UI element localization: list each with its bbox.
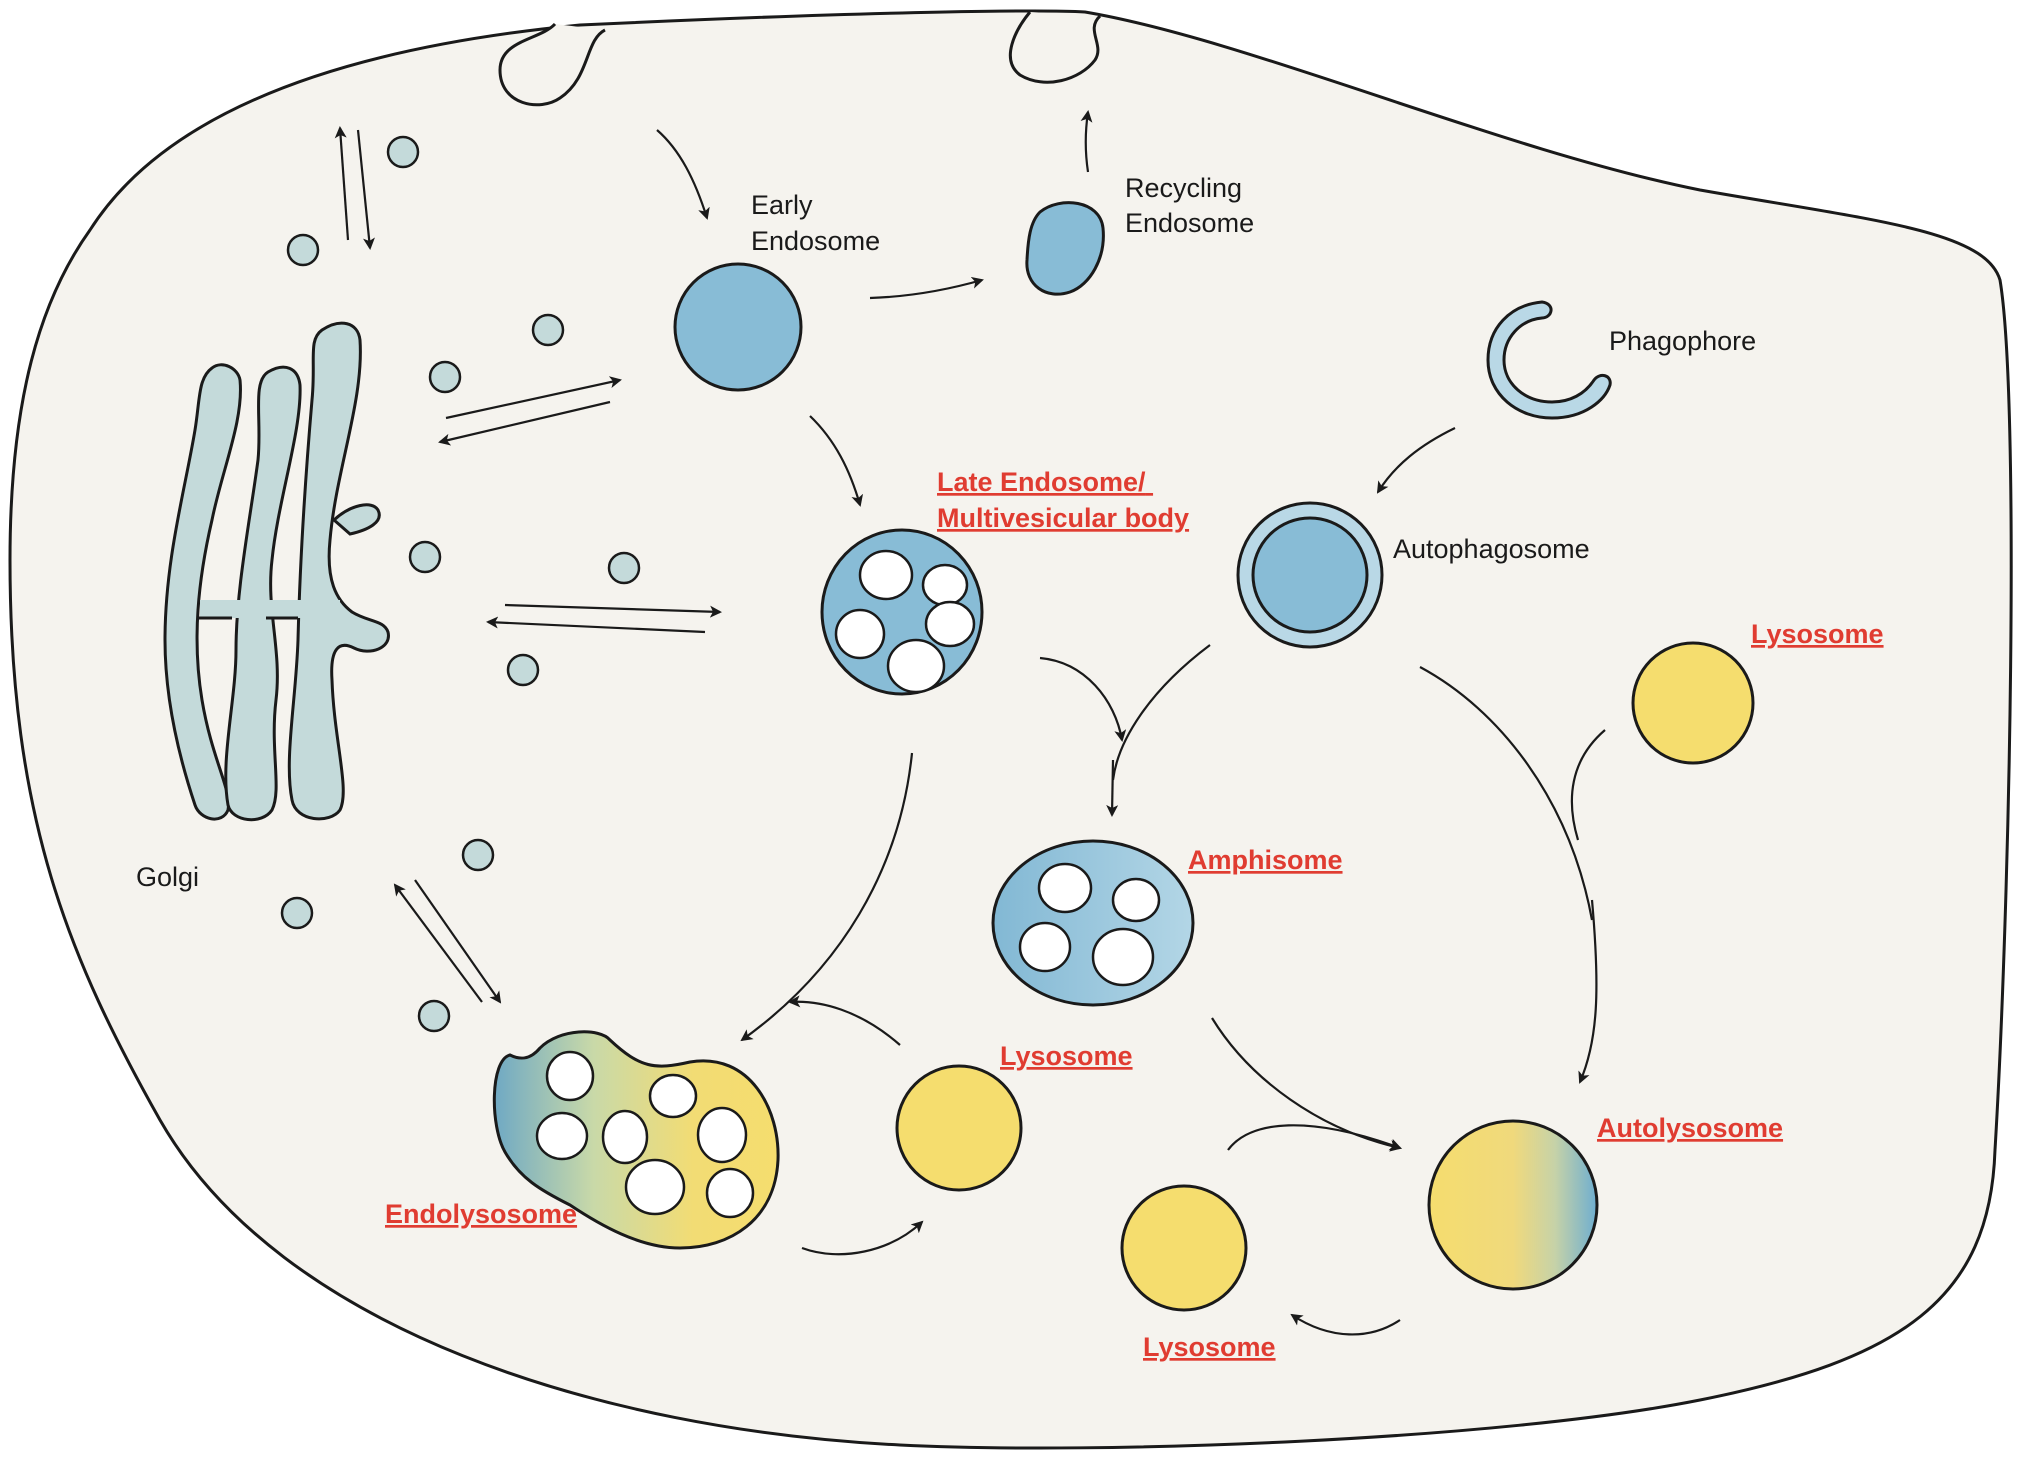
pathway-arrows [656, 110, 1606, 1336]
label-lysosome-top-right: Lysosome [1751, 619, 1884, 649]
vesicle [461, 838, 495, 872]
phagophore [1486, 300, 1612, 420]
golgi-cisterna [163, 363, 242, 821]
early-endosome [673, 262, 803, 392]
golgi-budding-vesicle [331, 503, 381, 536]
label-autolysosome: Autolysosome [1597, 1113, 1783, 1143]
label-endolysosome: Endolysosome [385, 1199, 577, 1229]
label-early-endosome: Early Endosome [751, 190, 880, 256]
autophagosome [1236, 501, 1384, 649]
golgi-cisterna [224, 365, 302, 822]
transport-vesicles [280, 135, 641, 1033]
label-recycling-endosome: Recycling Endosome [1125, 173, 1254, 238]
vesicle [280, 896, 314, 930]
endolysosome [492, 1030, 780, 1250]
label-early-endosome-line1: Early [751, 190, 813, 220]
endocytic-pit [1009, 11, 1102, 84]
vesicle [417, 999, 451, 1033]
label-early-endosome-line2: Endosome [751, 226, 880, 256]
label-golgi: Golgi [136, 862, 199, 892]
golgi-exchange-arrows [334, 126, 722, 1004]
label-amphisome: Amphisome [1188, 845, 1343, 875]
amphisome [991, 839, 1195, 1007]
recycling-endosome [1025, 201, 1105, 296]
label-phagophore: Phagophore [1609, 326, 1756, 356]
label-late-endosome-line1: Late Endosome/ [937, 467, 1146, 497]
vesicle [506, 653, 540, 687]
label-autophagosome: Autophagosome [1393, 534, 1590, 564]
label-late-endosome: Late Endosome/ Multivesicular body [937, 467, 1189, 533]
vesicle [607, 551, 641, 585]
vesicle [531, 313, 565, 347]
autolysosome [1427, 1119, 1599, 1291]
label-late-endosome-line2: Multivesicular body [937, 503, 1189, 533]
vesicle [286, 233, 320, 267]
late-endosome-mvb [820, 528, 984, 696]
vesicle [408, 540, 442, 574]
vesicle [386, 135, 420, 169]
vesicle [428, 360, 462, 394]
label-lysosome-bottom: Lysosome [1143, 1332, 1276, 1362]
endocytic-pit [498, 22, 606, 107]
label-recycling-endosome-line2: Endosome [1125, 208, 1254, 238]
label-recycling-endosome-line1: Recycling [1125, 173, 1242, 203]
golgi-cisterna [287, 321, 390, 821]
lysosome-center [895, 1064, 1023, 1192]
label-lysosome-center: Lysosome [1000, 1041, 1133, 1071]
lysosome-top-right [1631, 641, 1755, 765]
lysosome-bottom [1120, 1184, 1248, 1312]
golgi-bridge [200, 600, 340, 618]
